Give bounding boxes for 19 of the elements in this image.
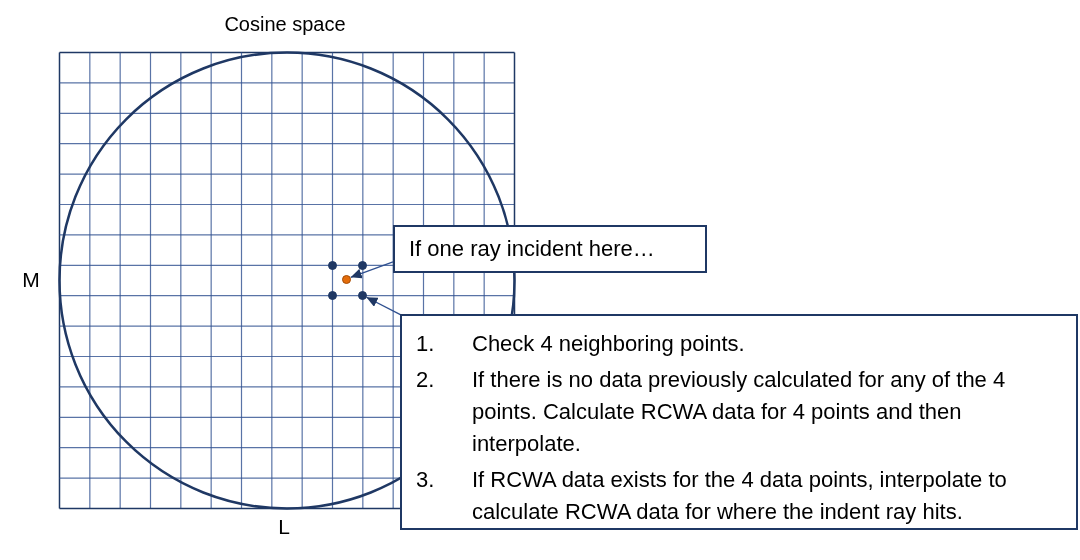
list-item-text: Check 4 neighboring points. — [472, 330, 746, 358]
list-number: 1. — [416, 330, 436, 358]
diagram-title: Cosine space — [224, 13, 346, 36]
grid-point-icon — [357, 290, 367, 300]
axis-label: M — [22, 268, 40, 293]
callout-box — [393, 225, 707, 273]
grid-point-icon — [357, 260, 367, 270]
grid-point-icon — [327, 290, 337, 300]
list-number: 3. — [416, 466, 436, 494]
list-item-text: If RCWA data exists for the 4 data points, interpolate to calculate RCWA data for where the indent ray hits. — [472, 466, 1008, 526]
callout-text: If one ray incident here… — [409, 236, 655, 262]
callout-box — [400, 314, 1078, 530]
leader-arrow — [365, 296, 402, 316]
axis-label: L — [278, 515, 290, 540]
incident-point-icon — [341, 274, 351, 284]
list-number: 2. — [416, 366, 436, 394]
grid-point-icon — [327, 260, 337, 270]
list-item-text: If there is no data previously calculated for any of the 4 points. Calculate RCWA data for 4 points and then interpolate. — [472, 366, 1007, 458]
leader-arrow — [350, 261, 394, 279]
